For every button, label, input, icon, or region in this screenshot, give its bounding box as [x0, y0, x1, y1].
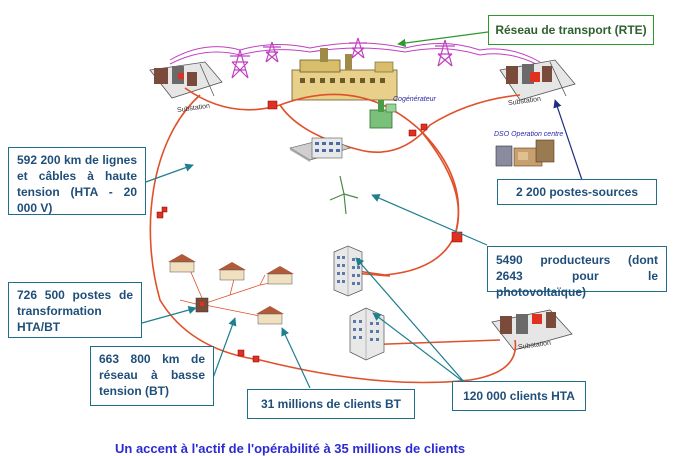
house-icon: [218, 262, 246, 281]
substation-icon-right: [499, 59, 576, 101]
office-building-icon: [289, 137, 351, 162]
pylon-icon: [263, 41, 281, 63]
house-icon: [168, 254, 196, 273]
power-plant-icon: [291, 48, 398, 101]
house-icon: [266, 266, 294, 285]
callout-clients-hta: 120 000 clients HTA: [452, 381, 586, 411]
callout-rte: Réseau de transport (RTE): [488, 15, 654, 45]
callout-arrows: [141, 31, 583, 389]
transformer-post-icon: [195, 297, 209, 313]
dso-centre-label: DSO Operation centre: [494, 131, 564, 138]
pylon-icon: [230, 49, 250, 79]
breaker-markers: [156, 100, 463, 363]
substation-icon-left: [149, 61, 223, 99]
apartment-building-icon: [349, 307, 385, 361]
callout-bt-network: 663 800 km de réseau à basse tension (BT…: [90, 346, 214, 406]
footer-caption: Un accent à l'actif de l'opérabilité à 3…: [115, 441, 466, 456]
apartment-building-icon: [333, 245, 363, 297]
wind-turbine-icon: [329, 175, 359, 215]
cogenerator-icon: [369, 100, 397, 129]
dso-centre-icon: [495, 139, 555, 167]
cogenerator-label: Cogénérateur: [393, 96, 436, 103]
substation-icon-bottom: [491, 309, 573, 351]
callout-clients-bt: 31 millions de clients BT: [247, 389, 415, 419]
callout-postes-sources: 2 200 postes-sources: [497, 179, 657, 205]
house-icon: [256, 306, 284, 325]
callout-producteurs: 5490 producteurs (dont 2643 pour le phot…: [487, 246, 667, 299]
callout-postes-transformation: 726 500 postes de transformation HTA/BT: [8, 282, 142, 338]
pylon-icon: [349, 37, 367, 59]
hta-network: [149, 87, 521, 384]
pylon-icon: [435, 39, 455, 67]
callout-hta-lines: 592 200 km de lignes et câbles à haute t…: [8, 147, 146, 215]
